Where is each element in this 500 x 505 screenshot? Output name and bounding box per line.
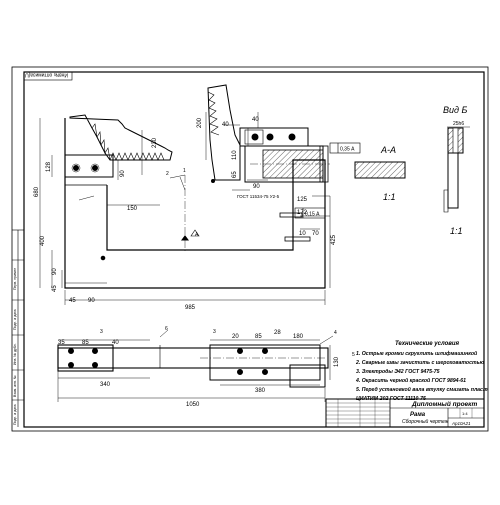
drawing-type: Сборочный чертеж	[402, 418, 449, 425]
view-b: Вид Б 25h6 1:1	[443, 105, 470, 236]
svg-text:20: 20	[232, 334, 239, 340]
svg-text:3: 3	[213, 329, 216, 335]
svg-text:340: 340	[100, 382, 111, 388]
svg-text:45: 45	[69, 298, 76, 304]
svg-text:680: 680	[34, 186, 40, 197]
svg-text:1050: 1050	[186, 402, 200, 408]
svg-text:380: 380	[255, 388, 266, 394]
svg-text:Вид Б: Вид Б	[443, 105, 467, 115]
svg-text:7: 7	[290, 133, 293, 138]
front-view	[64, 84, 330, 289]
svg-text:1: 1	[183, 168, 186, 174]
svg-text:28: 28	[274, 330, 281, 336]
title-block-texts: Дипломный проект Рама Сборочный чертеж 1…	[402, 400, 477, 426]
svg-text:90: 90	[52, 268, 58, 275]
scale-value: 1:4	[462, 411, 468, 416]
svg-text:85: 85	[82, 340, 89, 346]
svg-text:130: 130	[334, 356, 340, 367]
bottom-dimension-texts: 35 85 40 340 6 3 20 85 28 180 380 130 10…	[58, 326, 355, 408]
svg-text:1:1: 1:1	[383, 192, 396, 202]
inner-frame	[23, 71, 485, 428]
side-label-5: Подп. и дата	[13, 404, 17, 425]
front-dimension-texts: 200 40 40 230 110 65 90 90 128 680 400 1…	[34, 117, 337, 311]
svg-text:35: 35	[58, 340, 65, 346]
svg-text:6: 6	[165, 326, 168, 332]
svg-text:172: 172	[297, 210, 308, 216]
tolerance-frames: 0,35 А 0,15 А	[294, 142, 361, 219]
project-title: Дипломный проект	[411, 400, 477, 408]
svg-text:180: 180	[293, 334, 304, 340]
tech-item-1: 1. Острые кромки скруглить шлифмашинкой	[356, 350, 478, 357]
svg-text:70: 70	[312, 231, 319, 237]
svg-text:3: 3	[100, 329, 103, 335]
svg-text:0,35 А: 0,35 А	[340, 147, 355, 153]
technical-notes: Технические условия 1. Острые кромки скр…	[355, 341, 488, 402]
svg-text:150: 150	[127, 206, 138, 212]
svg-text:А: А	[195, 232, 199, 238]
tech-item-5: 5. Перед установкой вала втулку смазать …	[356, 386, 488, 393]
front-dimension-lines	[39, 112, 331, 305]
outer-frame	[11, 66, 489, 432]
svg-text:128: 128	[46, 161, 52, 172]
svg-text:5: 5	[352, 352, 355, 358]
svg-text:90: 90	[120, 170, 126, 177]
svg-text:230: 230	[152, 137, 158, 148]
svg-text:90: 90	[253, 184, 260, 190]
svg-text:85: 85	[255, 334, 262, 340]
tech-item-2: 2. Сварные швы зачистить с шероховатость…	[355, 360, 485, 366]
tech-title: Технические условия	[395, 341, 460, 347]
svg-text:40: 40	[252, 117, 259, 123]
svg-text:45: 45	[52, 285, 58, 292]
svg-text:40: 40	[112, 340, 119, 346]
svg-text:200: 200	[197, 117, 203, 128]
title-block	[325, 398, 485, 428]
svg-text:А-А: А-А	[380, 145, 396, 155]
svg-text:125: 125	[297, 197, 308, 203]
svg-text:25h6: 25h6	[453, 121, 464, 127]
svg-text:65: 65	[232, 171, 238, 178]
svg-text:425: 425	[331, 234, 337, 245]
svg-text:ГОСТ 11534-75 У2-5: ГОСТ 11534-75 У2-5	[237, 194, 280, 199]
svg-text:2: 2	[166, 171, 169, 177]
stamp-text: Инв№ оптимиза(U	[25, 72, 68, 78]
section-aa: А-А 1:1	[354, 145, 406, 202]
side-label-3: Инв. № дубл.	[13, 343, 17, 365]
svg-text:40: 40	[222, 122, 229, 128]
svg-text:400: 400	[40, 235, 46, 246]
svg-text:985: 985	[185, 305, 196, 311]
svg-text:110: 110	[232, 150, 238, 160]
svg-text:10: 10	[299, 231, 306, 237]
svg-text:4: 4	[334, 330, 337, 336]
side-label-1: Перв. примен	[13, 268, 17, 290]
drawing-name: Рама	[410, 412, 426, 418]
bottom-view	[57, 329, 334, 402]
svg-text:1:1: 1:1	[450, 226, 463, 236]
stamp-box	[23, 71, 73, 81]
side-label-4: Взам. инв. №	[13, 375, 17, 397]
tech-item-3: 3. Электроды Э42 ГОСТ 9475-75	[356, 369, 440, 375]
svg-text:0,15 А: 0,15 А	[305, 212, 320, 218]
tech-item-4: 4. Окрасить черной краской ГОСТ 9894-61	[355, 377, 466, 384]
group-code: Ар10А21	[451, 421, 471, 426]
side-label-2: Подп. и дата	[13, 309, 17, 330]
svg-text:90: 90	[88, 298, 95, 304]
